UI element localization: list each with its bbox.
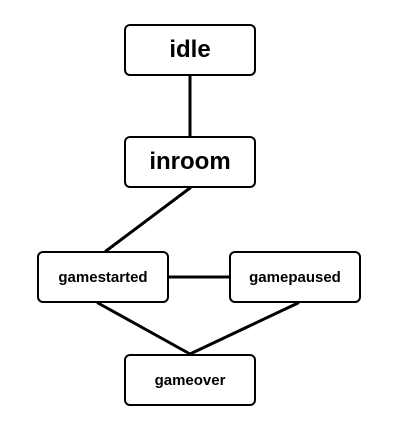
edge-inroom-gamestarted	[104, 186, 192, 253]
edge-gamestarted-gameover	[96, 301, 192, 356]
node-gamestarted: gamestarted	[37, 251, 169, 303]
node-inroom: inroom	[124, 136, 256, 188]
node-gameover: gameover	[124, 354, 256, 406]
edge-gamepaused-gameover	[188, 301, 300, 356]
node-idle: idle	[124, 24, 256, 76]
node-gamepaused: gamepaused	[229, 251, 361, 303]
